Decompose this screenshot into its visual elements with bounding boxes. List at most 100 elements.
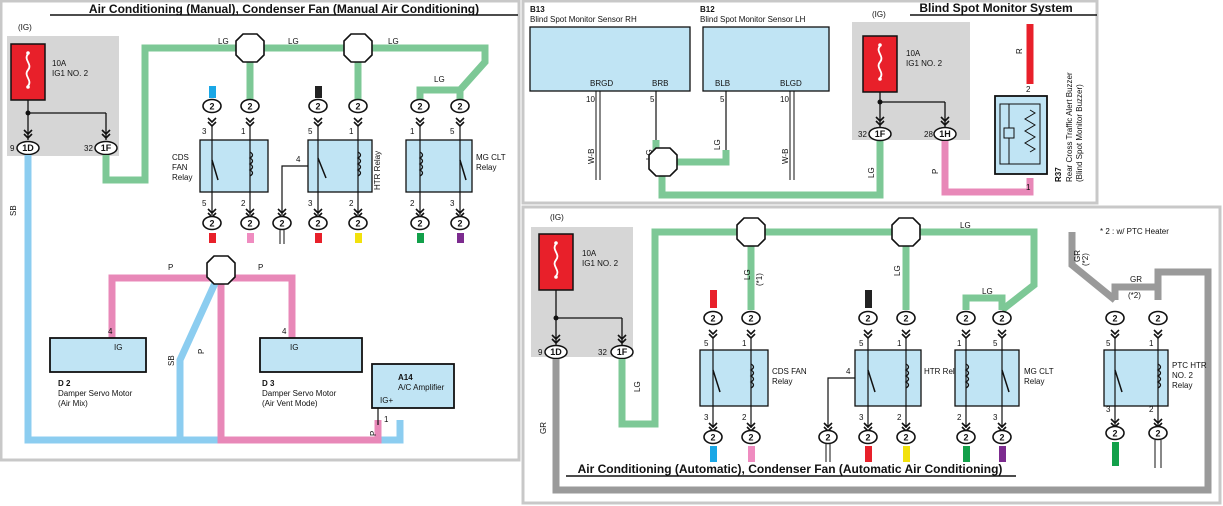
svg-text:1: 1: [1026, 183, 1031, 192]
svg-text:LG: LG: [713, 139, 722, 150]
svg-text:LG: LG: [633, 381, 642, 392]
svg-text:P: P: [369, 431, 378, 436]
svg-text:BRGD: BRGD: [590, 79, 613, 88]
svg-text:3: 3: [1106, 405, 1111, 414]
manual-mg-clt-relay: [405, 139, 473, 193]
svg-text:IG1 NO. 2: IG1 NO. 2: [582, 259, 619, 268]
svg-text:5: 5: [650, 95, 655, 104]
svg-text:Relay: Relay: [1172, 381, 1192, 390]
svg-text:LG: LG: [743, 269, 752, 280]
svg-text:2: 2: [1026, 85, 1031, 94]
svg-text:4: 4: [108, 327, 113, 336]
svg-text:3: 3: [202, 127, 207, 136]
d3-damper-servo-motor: [259, 337, 363, 373]
svg-text:GR: GR: [539, 422, 548, 434]
svg-text:IG+: IG+: [380, 396, 393, 405]
svg-text:10A: 10A: [52, 59, 67, 68]
svg-text:IG1 NO. 2: IG1 NO. 2: [906, 59, 943, 68]
svg-text:1D: 1D: [22, 143, 34, 153]
svg-text:1F: 1F: [101, 143, 112, 153]
auto-mg-clt-relay: [954, 349, 1020, 407]
pink-wire: [108, 274, 296, 340]
svg-text:1: 1: [897, 339, 902, 348]
connector-1d: [544, 344, 568, 360]
svg-text:W-B: W-B: [781, 149, 790, 164]
svg-text:5: 5: [859, 339, 864, 348]
svg-text:10A: 10A: [906, 49, 921, 58]
manual-lg-wire: [102, 44, 489, 184]
svg-text:IG: IG: [290, 343, 298, 352]
svg-text:LG: LG: [867, 167, 876, 178]
svg-text:Relay: Relay: [172, 173, 192, 182]
svg-text:1F: 1F: [875, 129, 886, 139]
svg-text:1H: 1H: [939, 129, 951, 139]
connector-1d: [16, 140, 40, 156]
svg-text:MG CLT: MG CLT: [476, 153, 506, 162]
auto-section: (IG) 10A IG1 NO. 2 1D 9 1F 32 GR GR (*2)…: [531, 213, 1212, 494]
manual-htr-relay: [307, 139, 373, 193]
auto-htr-relay: [854, 349, 922, 407]
svg-text:1: 1: [957, 339, 962, 348]
svg-text:P: P: [931, 169, 940, 174]
b12-blind-spot-sensor-lh: [702, 26, 830, 92]
manual-section: (IG) 10A IG1 NO. 2 1D 9 1F 32 SB LG LG L…: [7, 23, 506, 444]
svg-text:1: 1: [384, 415, 389, 424]
svg-text:FAN: FAN: [172, 163, 188, 172]
svg-text:LG: LG: [960, 221, 971, 230]
svg-text:CDS FAN: CDS FAN: [772, 367, 807, 376]
connector-1f: [868, 126, 892, 142]
svg-text:32: 32: [84, 144, 93, 153]
svg-text:Damper Servo Motor: Damper Servo Motor: [58, 389, 133, 398]
svg-text:4: 4: [282, 327, 287, 336]
svg-text:9: 9: [538, 348, 543, 357]
svg-text:4: 4: [296, 155, 301, 164]
svg-text:IG1 NO. 2: IG1 NO. 2: [52, 69, 89, 78]
junction-node: [206, 255, 236, 285]
svg-text:2: 2: [1149, 405, 1154, 414]
svg-text:LG: LG: [388, 37, 399, 46]
svg-text:2: 2: [897, 413, 902, 422]
svg-text:5: 5: [704, 339, 709, 348]
bsm-panel-frame: [521, 0, 1099, 205]
connector-1f: [94, 140, 118, 156]
junction-node: [736, 217, 766, 247]
svg-text:2: 2: [957, 413, 962, 422]
svg-text:10A: 10A: [582, 249, 597, 258]
svg-text:P: P: [258, 263, 263, 272]
svg-text:(Blind Spot Monitor Buzzer): (Blind Spot Monitor Buzzer): [1075, 84, 1084, 182]
bsm-panel-title: Blind Spot Monitor System: [919, 1, 1072, 15]
sb-wire: [24, 155, 404, 444]
svg-text:4: 4: [846, 367, 851, 376]
manual-panel-frame: [0, 0, 521, 462]
svg-text:Damper Servo Motor: Damper Servo Motor: [262, 389, 337, 398]
svg-text:28: 28: [924, 130, 933, 139]
svg-text:MG CLT: MG CLT: [1024, 367, 1054, 376]
junction-node: [343, 33, 373, 63]
svg-text:CDS: CDS: [172, 153, 189, 162]
connector-1f: [610, 344, 634, 360]
svg-text:W-B: W-B: [587, 149, 596, 164]
svg-text:2: 2: [410, 199, 415, 208]
manual-panel-title: Air Conditioning (Manual), Condenser Fan…: [89, 2, 479, 16]
svg-text:3: 3: [993, 413, 998, 422]
svg-text:1F: 1F: [617, 347, 628, 357]
d2-damper-servo-motor: [49, 337, 147, 373]
svg-text:1: 1: [410, 127, 415, 136]
svg-text:Blind Spot Monitor Sensor RH: Blind Spot Monitor Sensor RH: [530, 15, 637, 24]
svg-text:1: 1: [241, 127, 246, 136]
svg-text:HTR Relay: HTR Relay: [373, 151, 382, 190]
svg-text:(*1): (*1): [755, 273, 764, 286]
svg-text:5: 5: [1106, 339, 1111, 348]
auto-panel-frame: [521, 205, 1222, 505]
svg-text:* 2 : w/ PTC Heater: * 2 : w/ PTC Heater: [1100, 227, 1169, 236]
manual-cds-fan-relay: [199, 139, 269, 193]
svg-text:5: 5: [202, 199, 207, 208]
svg-text:SB: SB: [167, 355, 176, 366]
svg-text:Relay: Relay: [1024, 377, 1044, 386]
svg-text:SB: SB: [9, 205, 18, 216]
svg-text:(Air Vent Mode): (Air Vent Mode): [262, 399, 318, 408]
svg-text:2: 2: [742, 413, 747, 422]
svg-text:32: 32: [858, 130, 867, 139]
svg-text:1: 1: [742, 339, 747, 348]
a14-ac-amplifier: [371, 363, 455, 409]
